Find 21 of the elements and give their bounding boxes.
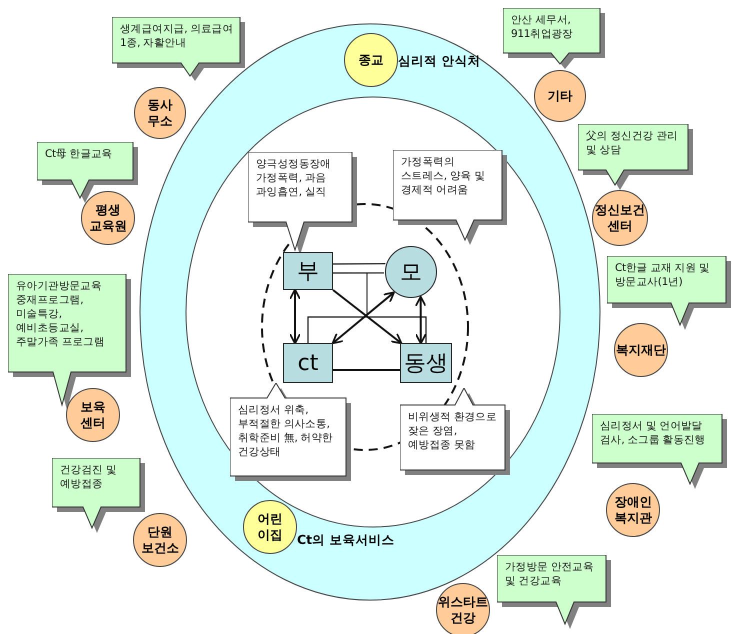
institution-circle: 보육 센터 — [66, 388, 120, 442]
institution-circle: 기타 — [534, 70, 586, 122]
institution-circle: 위스타트 건강 — [436, 583, 490, 634]
double-arrow — [414, 296, 427, 344]
connector-line — [333, 263, 386, 265]
caption-text: Ct의 보육서비스 — [297, 532, 395, 549]
institution-circle: 복지재단 — [614, 323, 668, 377]
double-arrow — [289, 288, 301, 344]
family-box: 동생 — [400, 343, 452, 383]
connector-line — [333, 272, 384, 274]
institution-circle: 평생 교육원 — [81, 191, 135, 245]
institution-circle: 정신보건 센터 — [592, 190, 648, 246]
connector-line — [333, 369, 400, 371]
connector-line — [307, 316, 427, 343]
family-circle: 모 — [385, 246, 437, 298]
caption-text: 심리적 안식처 — [398, 53, 480, 70]
institution-circle: 단원 보건소 — [133, 513, 187, 567]
institution-circle: 동사 무소 — [134, 87, 186, 139]
family-box: 부 — [283, 252, 333, 290]
institution-circle: 장애인 복지관 — [606, 483, 660, 537]
family-box: ct — [283, 343, 333, 383]
